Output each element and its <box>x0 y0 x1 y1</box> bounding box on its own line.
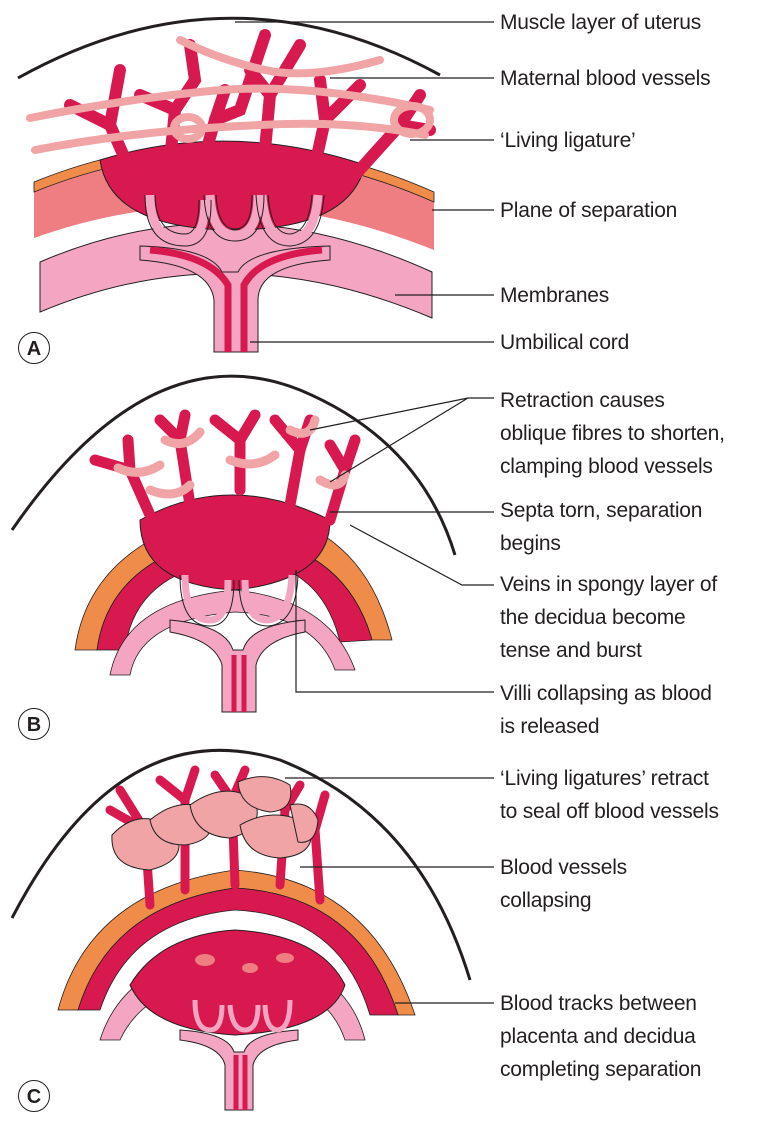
umbilical-cord <box>179 1029 299 1111</box>
umbilical-cord <box>169 619 306 713</box>
villi <box>192 999 293 1033</box>
villi-collapsing <box>181 574 296 624</box>
blood-track <box>129 929 346 1036</box>
collapsing-blood-vessels <box>105 765 330 910</box>
label-retraction-causes: Retraction causes oblique fibres to shor… <box>500 389 725 478</box>
label-plane-of-separation: Plane of separation <box>500 199 678 222</box>
label-blood-vessels-collapsing: Blood vessels collapsing <box>500 856 627 912</box>
panel-b-drawing <box>10 374 494 713</box>
label-villi-collapsing: Villi collapsing as blood is released <box>500 682 712 738</box>
panel-c-drawing <box>10 748 494 1111</box>
label-muscle-layer-of-uterus: Muscle layer of uterus <box>500 11 702 34</box>
panel-a-leaders <box>235 21 494 343</box>
living-ligature <box>26 36 434 154</box>
panel-letter-a: A <box>18 332 50 364</box>
uterus-muscle-arc <box>10 748 472 981</box>
label-blood-tracks: Blood tracks between placenta and decidu… <box>500 992 702 1081</box>
label-maternal-blood-vessels: Maternal blood vessels <box>500 67 711 90</box>
umbilical-cord <box>139 245 331 353</box>
panel-a-drawing <box>17 16 494 353</box>
panel-b-leaders <box>295 397 494 693</box>
cord-vessel <box>149 246 323 352</box>
placenta-blood-pool <box>139 494 331 591</box>
label-living-ligature: ‘Living ligature’ <box>500 129 636 152</box>
uterus-muscle-arc <box>10 374 457 556</box>
label-septa-torn: Septa torn, separation begins <box>500 499 703 555</box>
uterus-muscle-arc <box>17 16 441 80</box>
panel-c-leaders <box>285 777 494 1004</box>
clamped-ligatures <box>113 415 350 499</box>
panel-letter-b: B <box>18 708 50 740</box>
living-ligatures-retracted <box>111 776 319 871</box>
clot-spots <box>195 953 294 973</box>
label-living-ligatures-retract: ‘Living ligatures’ retract to seal off b… <box>500 767 719 823</box>
label-membranes: Membranes <box>500 284 610 307</box>
membranes <box>39 222 433 319</box>
panel-letter-c: C <box>18 1080 50 1112</box>
decidua-inner <box>77 887 399 1016</box>
villi <box>145 194 323 245</box>
label-veins-spongy-layer: Veins in spongy layer of the decidua bec… <box>500 573 718 662</box>
label-umbilical-cord: Umbilical cord <box>500 331 630 354</box>
